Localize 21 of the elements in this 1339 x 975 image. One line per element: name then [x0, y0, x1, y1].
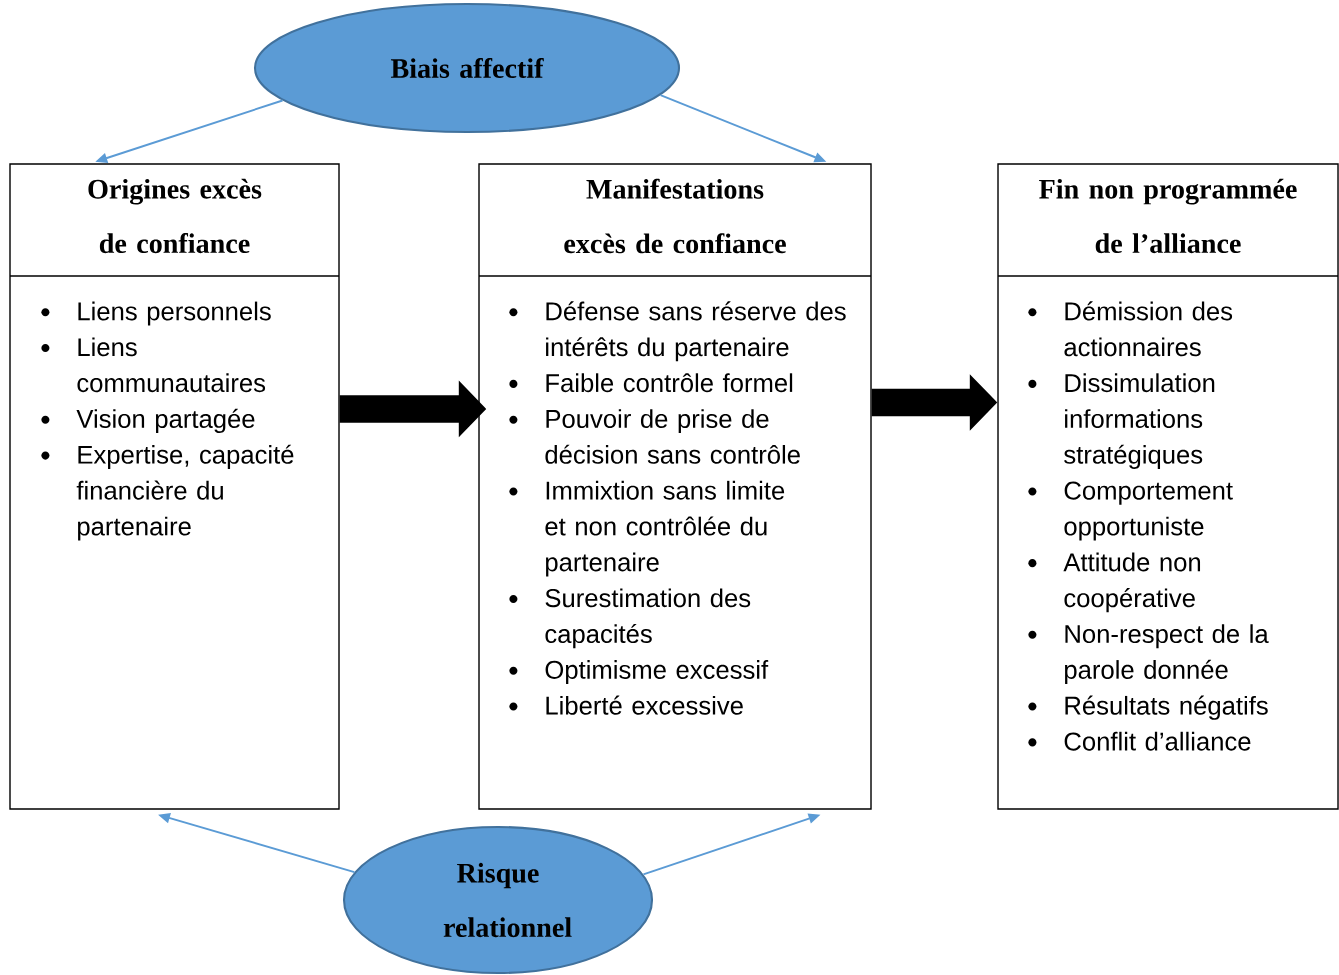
- list-item: Résultats négatifs: [1028, 695, 1268, 720]
- list-item: Conflit d’alliance: [1028, 731, 1251, 751]
- list-item: Expertise, capacité financière du partenaire: [41, 444, 294, 541]
- list-item: Liens personnels: [41, 301, 271, 326]
- list-item: Liberté excessive: [509, 695, 743, 715]
- list-item: Comportement opportuniste: [1028, 481, 1233, 541]
- list-item: Dissimulation informations stratégiques: [1028, 373, 1215, 469]
- list-item: Attitude non coopérative: [1028, 552, 1201, 613]
- box-heading: Origines excès de confiance: [88, 178, 262, 254]
- list-item: Défense sans réserve des intérêts du partenaire: [509, 301, 846, 362]
- box-heading: Fin non programmée de l’alliance: [1039, 178, 1297, 254]
- box-heading: Manifestations excès de confiance: [564, 178, 786, 254]
- list-item: Liens communautaires: [41, 337, 266, 393]
- list-item: Optimisme excessif: [509, 660, 769, 684]
- list-item: Faible contrôle formel: [509, 373, 793, 393]
- list-item: Surestimation des capacités: [509, 588, 751, 649]
- list-item: Vision partagée: [41, 408, 255, 434]
- list-item: Démission des actionnaires: [1028, 301, 1233, 357]
- list-item: Non-respect de la parole donnée: [1028, 624, 1269, 684]
- list-item: Pouvoir de prise de décision sans contrôle: [509, 409, 800, 464]
- list-item: Immixtion sans limite et non contrôlée du partenaire: [509, 480, 785, 577]
